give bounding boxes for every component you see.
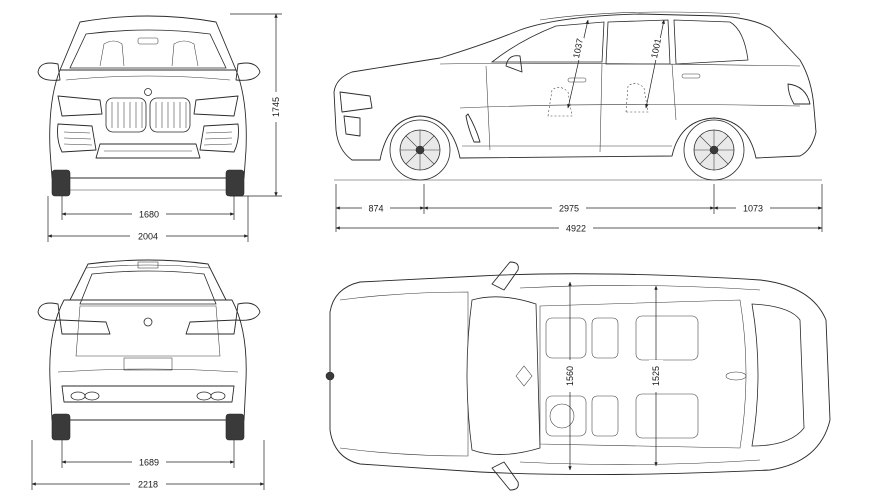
front-shoulder-label: 1560: [565, 366, 575, 386]
length-label: 4922: [566, 224, 586, 234]
wheelbase-label: 2975: [559, 204, 579, 214]
height-label: 1745: [271, 97, 281, 117]
rear-track-label: 1689: [139, 458, 159, 468]
front-overhang-label: 874: [368, 204, 383, 214]
rear-shoulder-label: 1525: [651, 366, 661, 386]
top-view: [325, 261, 831, 491]
front-view: [37, 15, 261, 197]
rear-view: [37, 259, 261, 441]
rear-overhang-label: 1073: [743, 204, 763, 214]
width-mirrors-label: 2218: [138, 480, 158, 490]
rear-headroom-label: 1001: [649, 38, 663, 60]
front-track-label: 1680: [139, 210, 159, 220]
front-width-label: 2004: [138, 232, 158, 242]
shoulder-dimension-lines: [568, 281, 658, 471]
front-headroom-label: 1037: [571, 38, 585, 60]
side-view: [333, 11, 822, 181]
headroom-dimension-lines: [567, 19, 665, 109]
